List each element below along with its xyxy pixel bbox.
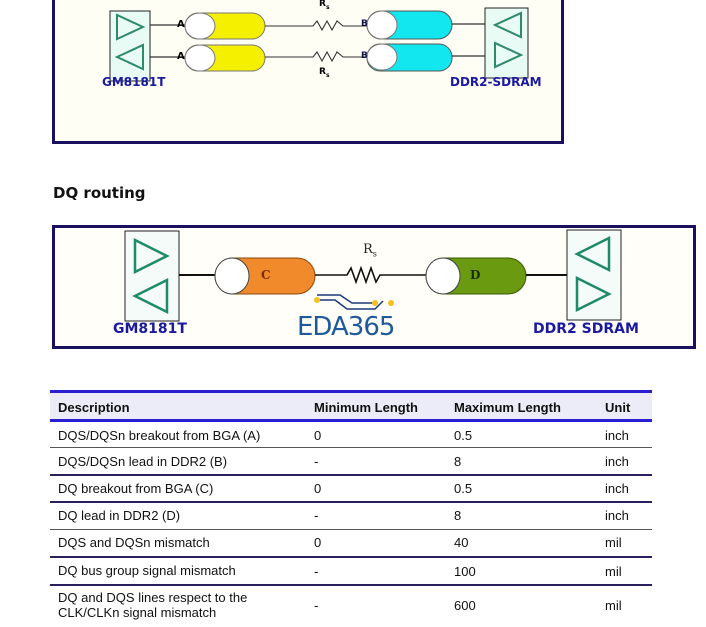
- col-header-max-length: Maximum Length: [454, 400, 561, 415]
- table-row: DQS and DQSn mismatch 0 40 mil: [50, 530, 652, 557]
- row-divider: [50, 584, 652, 586]
- right-buffer-icon: [484, 7, 529, 79]
- resistor-icon: [315, 265, 426, 285]
- left-chip-label: GM8181T: [113, 321, 187, 337]
- dq-diagram-graphic: [124, 229, 622, 322]
- left-buffer-icon: [124, 230, 180, 322]
- cell-min: -: [314, 454, 319, 469]
- table-header: Description Minimum Length Maximum Lengt…: [50, 393, 652, 422]
- table-row: DQ bus group signal mismatch - 100 mil: [50, 558, 652, 585]
- cell-description: DQS and DQSn mismatch: [58, 535, 210, 550]
- cell-min: 0: [314, 481, 322, 496]
- resistor-upper-icon: [265, 19, 367, 32]
- eda365-logo-traces-icon: [314, 294, 394, 310]
- cell-max: 8: [454, 454, 462, 469]
- trace-d-label: D: [470, 268, 481, 282]
- row-divider: [50, 556, 652, 558]
- row-divider: [50, 447, 652, 448]
- row-divider: [50, 501, 652, 503]
- cell-unit: mil: [605, 598, 622, 613]
- resistor-label-bottom: Rs: [319, 67, 330, 79]
- left-buffer-icon: [109, 10, 151, 82]
- cell-description: DQ bus group signal mismatch: [58, 563, 236, 578]
- cell-min: -: [314, 598, 319, 613]
- cell-min: -: [314, 508, 319, 523]
- dq-routing-diagram: C D Rs EDA365 GM8181T DDR2 SDRAM: [52, 225, 696, 349]
- cell-description: DQ lead in DDR2 (D): [58, 508, 181, 523]
- right-buffer-icon: [566, 229, 622, 321]
- trace-a-lower-label: A: [177, 51, 185, 62]
- cell-unit: inch: [605, 508, 629, 523]
- trace-b-upper-icon: [366, 10, 453, 40]
- resistor-label: Rs: [363, 242, 377, 259]
- cell-min: -: [314, 564, 319, 579]
- row-divider: [50, 529, 652, 530]
- trace-b-upper-label: B: [361, 19, 368, 29]
- trace-b-lower-icon: [366, 43, 453, 72]
- watermark-logo: EDA365: [297, 312, 395, 342]
- trace-a-upper-label: A: [177, 19, 185, 30]
- cell-min: 0: [314, 535, 322, 550]
- left-chip-label: GM8181T: [102, 75, 166, 89]
- cell-max: 40: [454, 535, 469, 550]
- cell-max: 0.5: [454, 481, 473, 496]
- dqs-routing-diagram: A A B B Rs Rs GM8181T DDR2-SDRAM: [52, 0, 564, 144]
- col-header-description: Description: [58, 400, 130, 415]
- cell-max: 0.5: [454, 428, 473, 443]
- right-chip-label: DDR2 SDRAM: [533, 321, 639, 337]
- trace-d-icon: [425, 257, 527, 295]
- col-header-min-length: Minimum Length: [314, 400, 418, 415]
- trace-a-lower-icon: [184, 44, 266, 72]
- cell-description: DQS/DQSn breakout from BGA (A): [58, 428, 261, 443]
- trace-c-icon: [214, 257, 316, 295]
- trace-c-label: C: [261, 268, 271, 282]
- cell-description: DQS/DQSn lead in DDR2 (B): [58, 454, 228, 469]
- cell-unit: mil: [605, 535, 622, 550]
- cell-unit: inch: [605, 428, 629, 443]
- cell-description: DQ breakout from BGA (C): [58, 481, 214, 496]
- table-row: DQS/DQSn lead in DDR2 (B) - 8 inch: [50, 449, 652, 476]
- cell-max: 600: [454, 598, 476, 613]
- cell-max: 100: [454, 564, 476, 579]
- row-divider: [50, 474, 652, 476]
- cell-min: 0: [314, 428, 322, 443]
- table-row: DQ breakout from BGA (C) 0 0.5 inch: [50, 476, 652, 503]
- trace-b-lower-label: B: [361, 51, 368, 61]
- cell-unit: inch: [605, 481, 629, 496]
- resistor-lower-icon: [265, 50, 367, 63]
- cell-unit: inch: [605, 454, 629, 469]
- table-top-rule: [50, 390, 652, 393]
- dqs-diagram-graphic: [109, 7, 529, 82]
- right-chip-label: DDR2-SDRAM: [450, 75, 542, 89]
- table-row: DQS/DQSn breakout from BGA (A) 0 0.5 inc…: [50, 422, 652, 449]
- resistor-label-top: Rs: [319, 0, 330, 11]
- section-title: DQ routing: [53, 184, 146, 202]
- cell-max: 8: [454, 508, 462, 523]
- col-header-unit: Unit: [605, 400, 631, 415]
- trace-a-upper-icon: [184, 12, 266, 40]
- cell-unit: mil: [605, 564, 622, 579]
- table-row: DQ lead in DDR2 (D) - 8 inch: [50, 503, 652, 530]
